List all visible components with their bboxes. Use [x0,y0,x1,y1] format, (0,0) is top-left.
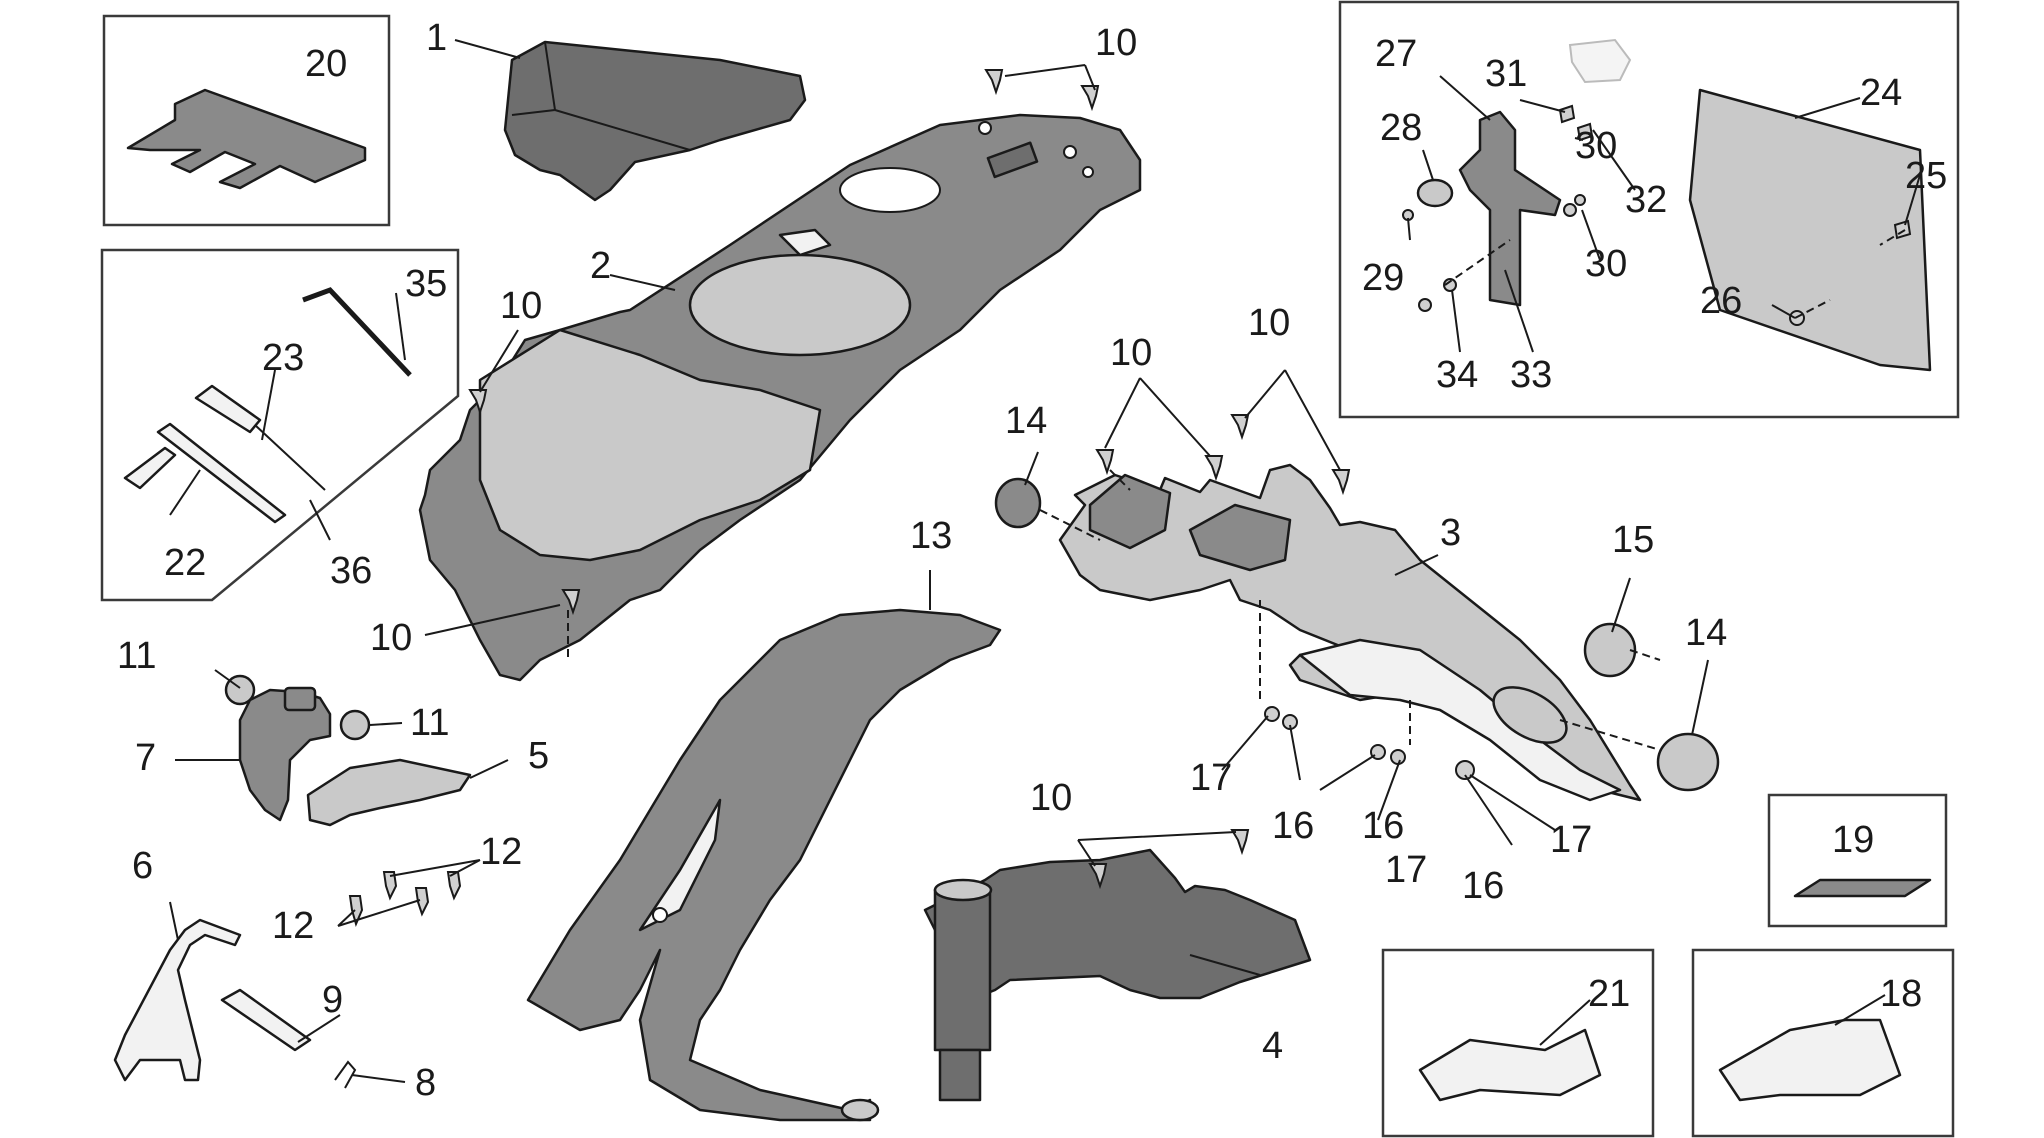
inset-box-19 [1767,793,1948,928]
callout-labels: 1 2 3 4 5 6 7 8 9 10 10 10 10 10 10 11 1… [117,17,1947,1104]
part-28-spacer [1416,178,1454,208]
part-23-screwdriver [194,384,326,491]
callout-12b: 12 [272,905,314,947]
callout-31: 31 [1485,53,1527,95]
callout-1: 1 [426,17,447,59]
part-3-rear-fender [1058,463,1642,802]
part-19-pad [1793,878,1932,898]
part-9-pin [220,988,312,1052]
callout-19: 19 [1832,819,1874,861]
part-7-hinge [238,686,332,822]
plate-inset-fasteners [1402,104,1912,326]
callout-27: 27 [1375,33,1417,75]
part-15-grommet [1583,622,1637,678]
inset-box-tools [100,248,460,602]
part-24-plate-holder [1688,88,1932,372]
callout-25: 25 [1905,155,1947,197]
callout-15: 15 [1612,519,1654,561]
callout-13: 13 [910,515,952,557]
inset-box-plate [1338,0,1960,419]
part-27-bracket [1458,110,1562,307]
callout-34: 34 [1436,354,1478,396]
assembly-dash-lines [567,229,1906,751]
callout-18: 18 [1880,973,1922,1015]
part-18-clip [1718,1018,1902,1102]
part-20-tray [126,88,367,190]
callout-16c: 16 [1362,805,1404,847]
callout-20: 20 [305,43,347,85]
callout-8: 8 [415,1062,436,1104]
callout-3: 3 [1440,512,1461,554]
callout-30a: 30 [1575,125,1617,167]
inset-box-21 [1381,948,1655,1138]
callout-16a: 16 [1272,805,1314,847]
callout-12a: 12 [480,831,522,873]
inset-box-18 [1691,948,1955,1138]
callout-24: 24 [1860,72,1902,114]
callout-32: 32 [1625,179,1667,221]
callout-11b: 11 [410,702,449,744]
callout-14b: 14 [1685,612,1727,654]
callout-16b: 16 [1462,865,1504,907]
callout-17c: 17 [1550,819,1592,861]
callout-5: 5 [528,735,549,777]
callout-33: 33 [1510,354,1552,396]
callout-29: 29 [1362,257,1404,299]
inset-box-20 [102,14,391,227]
part-13-front-fender [526,608,1002,1122]
callout-35: 35 [405,263,447,305]
callout-10f: 10 [1030,777,1072,819]
part-21-clip [1418,1028,1602,1102]
callout-30b: 30 [1585,243,1627,285]
callout-10d: 10 [1110,332,1152,374]
part-16-17-nuts [1264,706,1475,780]
callout-11a: 11 [117,635,156,677]
callout-28: 28 [1380,107,1422,149]
callout-36: 36 [330,550,372,592]
callout-17b: 17 [1385,849,1427,891]
part-5-plate [306,758,472,827]
part-35-hex-key [302,287,412,377]
callout-10e: 10 [1248,302,1290,344]
part-10-screws [468,69,1351,890]
callout-17a: 17 [1190,757,1232,799]
callout-21: 21 [1588,973,1630,1015]
part-12-screws [348,871,462,927]
callout-10b: 10 [500,285,542,327]
callout-10a: 10 [1095,22,1137,64]
leader-lines [169,39,1921,1083]
callout-10c: 10 [370,617,412,659]
part-plate-ghost [1568,38,1632,84]
part-1-cover [503,40,807,202]
callout-26: 26 [1700,280,1742,322]
callout-14a: 14 [1005,400,1047,442]
callout-6: 6 [132,845,153,887]
part-8-clip [334,1060,357,1089]
callout-4: 4 [1262,1025,1283,1067]
part-6-clip [113,918,242,1082]
callout-2: 2 [590,245,611,287]
part-2-body [418,113,1142,682]
part-14-cap-right [1656,732,1720,792]
callout-23: 23 [262,337,304,379]
callout-7: 7 [135,737,156,779]
callout-9: 9 [322,979,343,1021]
callout-22: 22 [164,542,206,584]
part-4-bracket [923,848,1312,1102]
part-14-cap-left [994,477,1042,529]
part-22-wrench [123,422,287,524]
